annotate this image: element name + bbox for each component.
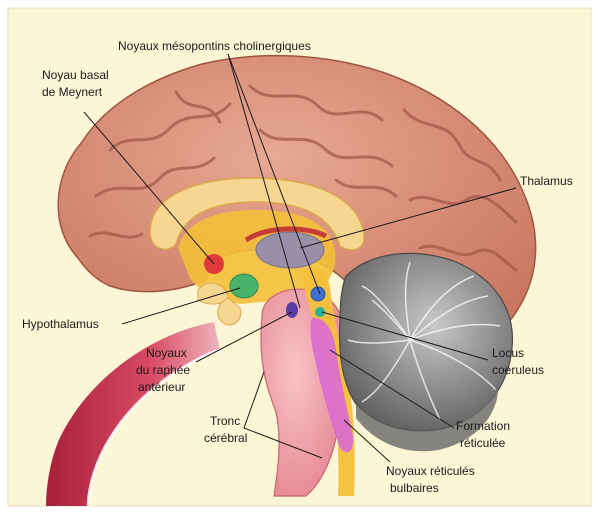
raphe-nuclei (286, 302, 298, 318)
label-thalamus: Thalamus (520, 174, 573, 188)
label-raphe-line1: Noyaux (146, 346, 187, 360)
label-noyau-basal-line1: Noyau basal (42, 68, 109, 82)
thalamus-structure (256, 232, 324, 268)
label-reticules-line1: Noyaux réticulés (386, 464, 475, 478)
label-noyau-basal-line2: de Meynert (42, 85, 103, 99)
label-locus-line2: coeruleus (492, 363, 544, 377)
label-tronc-line1: Tronc (210, 414, 240, 428)
label-raphe-line3: antérieur (138, 380, 185, 394)
label-hypothalamus: Hypothalamus (22, 317, 99, 331)
label-locus-line1: Locus (492, 346, 524, 360)
label-formation-line1: Formation (456, 419, 510, 433)
label-noyaux-mesopontins: Noyaux mésopontins cholinergiques (118, 39, 311, 53)
hypothalamus-structure (230, 274, 258, 298)
label-reticules-line2: bulbaires (390, 481, 439, 495)
label-formation-line2: réticulée (460, 436, 506, 450)
label-tronc-line2: cérébral (204, 431, 247, 445)
label-raphe-line2: du raphée (136, 363, 190, 377)
